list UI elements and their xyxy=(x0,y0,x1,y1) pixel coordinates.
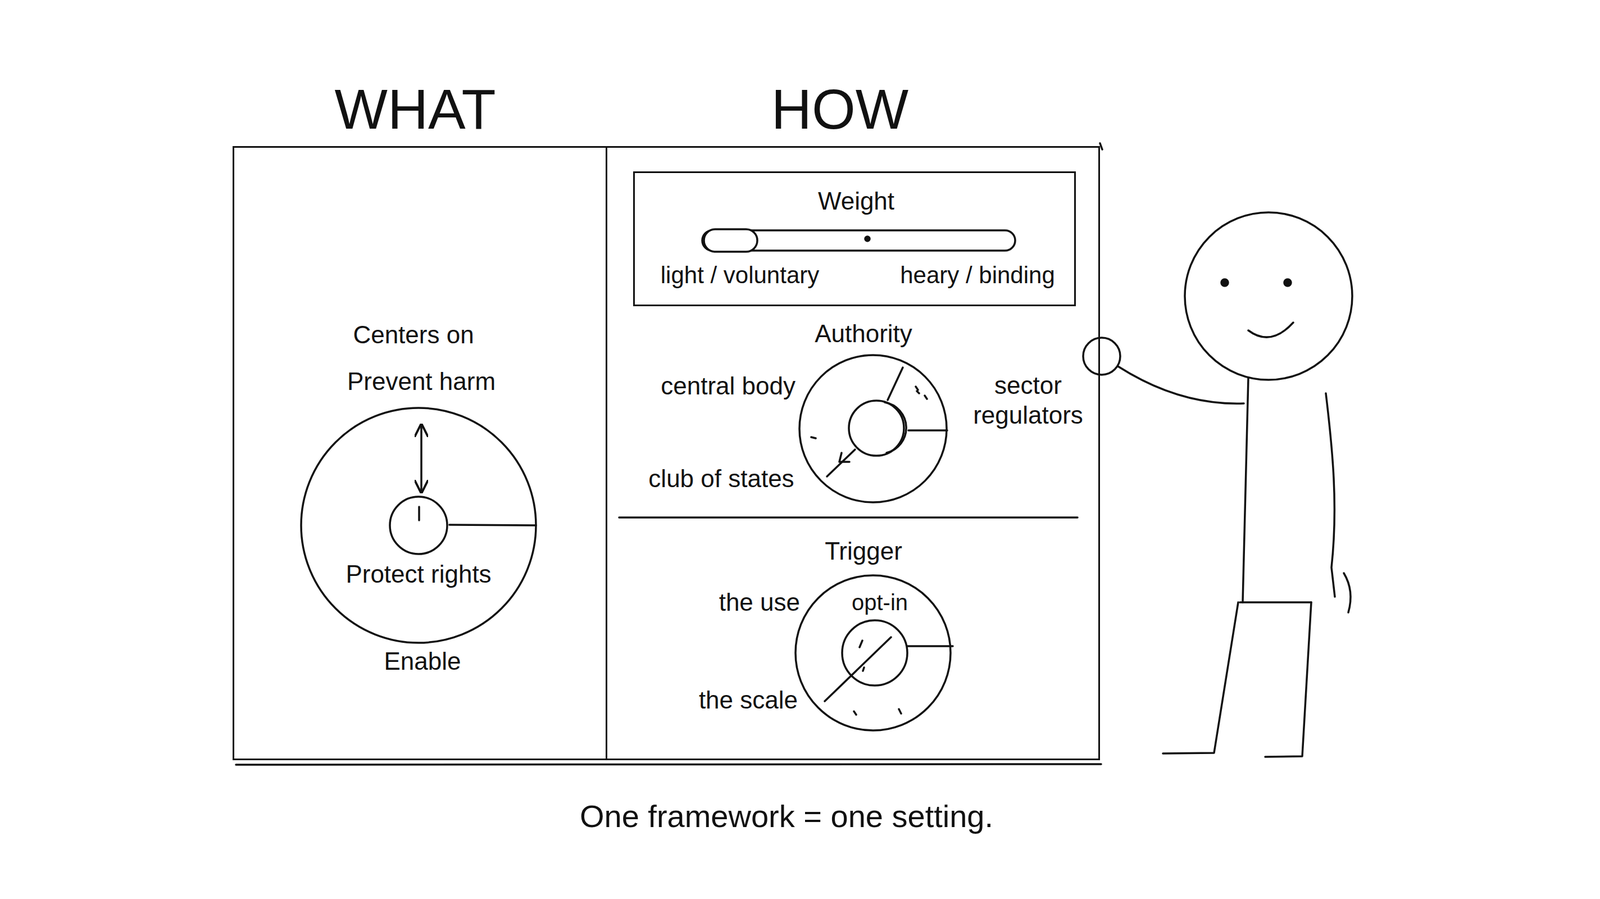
dial-tick xyxy=(853,640,902,715)
dial-rim xyxy=(799,355,947,503)
panel-heading: HOW xyxy=(771,75,909,143)
dial-circle: Authority xyxy=(798,353,948,504)
dial-outline xyxy=(798,353,948,504)
dial-position: the use xyxy=(719,587,800,618)
slider-knob xyxy=(703,229,758,252)
box-heading: Weight xyxy=(817,186,895,217)
dial-position: Enable xyxy=(383,646,461,677)
dial-tick xyxy=(417,506,421,521)
panel: HOWWeightlight / voluntaryheary / bindin… xyxy=(607,146,1100,761)
dial-hub-ring xyxy=(884,402,907,453)
dial-label: Protect rights xyxy=(345,559,492,590)
dial-spoke xyxy=(907,644,953,648)
dial-outline xyxy=(300,406,538,644)
dial-position: Prevent harm xyxy=(347,366,496,397)
dial-pointer-head xyxy=(839,452,850,462)
panel-divider xyxy=(619,516,1078,519)
dial-position: sector regulators xyxy=(960,370,1096,431)
dial-pointer xyxy=(824,637,892,702)
dial-position: the scale xyxy=(698,685,798,716)
dial-heading: Trigger xyxy=(824,536,903,567)
dial-tick xyxy=(811,386,927,439)
scale-end-label: heary / binding xyxy=(900,261,1056,290)
dial-spoke xyxy=(908,429,948,432)
dial-hub xyxy=(389,496,448,554)
dial-position: opt-in xyxy=(851,588,908,616)
dial-rim xyxy=(301,407,536,643)
scale-end-label: light / voluntary xyxy=(660,261,820,290)
panel-heading: WHAT xyxy=(334,75,497,143)
dial-circle: Protect rights xyxy=(300,406,538,644)
dial-position: central body xyxy=(660,371,796,402)
double-arrow xyxy=(420,424,423,493)
dial-heading: Authority xyxy=(814,319,913,349)
dial-spoke xyxy=(449,524,536,526)
slider-box: Weight light / voluntary heary / binding xyxy=(633,171,1076,307)
frame-underline xyxy=(235,764,1102,765)
stick-figure xyxy=(1083,212,1353,757)
dial-rim xyxy=(795,575,951,731)
dial-pointer xyxy=(826,449,856,477)
slider-dot xyxy=(865,236,870,242)
caption: One framework = one setting. xyxy=(579,797,994,835)
section-note: Centers on xyxy=(352,320,474,350)
dial-position: club of states xyxy=(648,464,794,494)
frame-tick xyxy=(1100,143,1103,150)
dial-spoke xyxy=(887,367,903,400)
